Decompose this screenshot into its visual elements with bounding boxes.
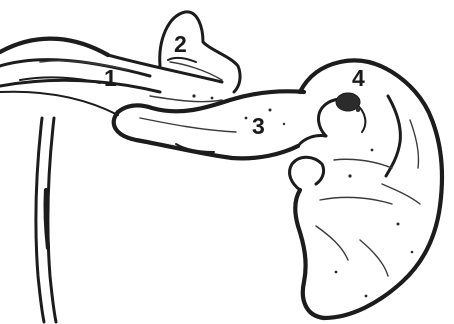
label-1: 1 xyxy=(104,65,117,91)
label-2: 2 xyxy=(174,31,187,57)
label-4: 4 xyxy=(352,65,365,91)
hatching-specks xyxy=(192,94,413,297)
label-3: 3 xyxy=(252,113,265,139)
thin-rod xyxy=(36,118,56,322)
body-4 xyxy=(290,60,442,318)
process-2 xyxy=(160,12,240,92)
